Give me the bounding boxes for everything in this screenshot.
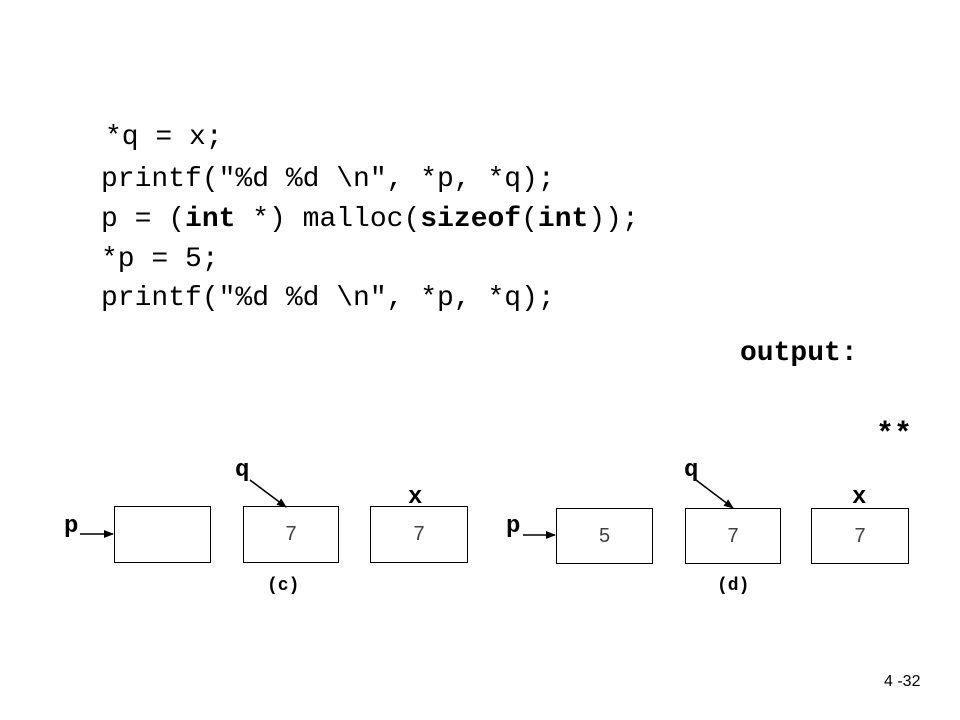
page-number: 4 -32 bbox=[884, 673, 921, 690]
variable-label-x: x bbox=[852, 484, 867, 511]
code-line-1: *q = x; bbox=[105, 122, 223, 153]
keyword-int: int bbox=[537, 204, 589, 235]
diagram-caption-d: (d) bbox=[717, 576, 750, 596]
code-line-3: p = (int *) malloc(sizeof(int)); bbox=[101, 204, 639, 236]
variable-label-x: x bbox=[408, 484, 423, 511]
memory-box-q: 7 bbox=[243, 506, 339, 563]
code-line-2: printf("%d %d \n", *p, *q); bbox=[101, 164, 555, 195]
memory-box-x: 7 bbox=[811, 508, 909, 564]
code-text: )); bbox=[588, 204, 639, 235]
diagram-caption-c: (c) bbox=[267, 576, 300, 596]
code-text: *) malloc( bbox=[235, 204, 421, 235]
pointer-label-q: q bbox=[235, 457, 250, 484]
keyword-int: int bbox=[185, 204, 236, 235]
code-text: ( bbox=[521, 204, 538, 235]
arrow-q-d bbox=[695, 479, 734, 509]
output-value: ** bbox=[876, 418, 913, 452]
memory-box-x: 7 bbox=[370, 506, 468, 563]
code-text: p = ( bbox=[101, 204, 186, 235]
arrow-q-c bbox=[249, 479, 287, 508]
output-label: output: bbox=[740, 338, 858, 369]
pointer-label-q: q bbox=[684, 457, 699, 484]
code-line-5: printf("%d %d \n", *p, *q); bbox=[101, 283, 555, 314]
code-line-4: *p = 5; bbox=[101, 244, 219, 275]
memory-box-p: 5 bbox=[556, 508, 653, 564]
memory-box-p bbox=[114, 506, 211, 563]
pointer-label-p: p bbox=[64, 513, 79, 540]
pointer-label-p: p bbox=[506, 513, 521, 540]
keyword-sizeof: sizeof bbox=[420, 204, 522, 235]
